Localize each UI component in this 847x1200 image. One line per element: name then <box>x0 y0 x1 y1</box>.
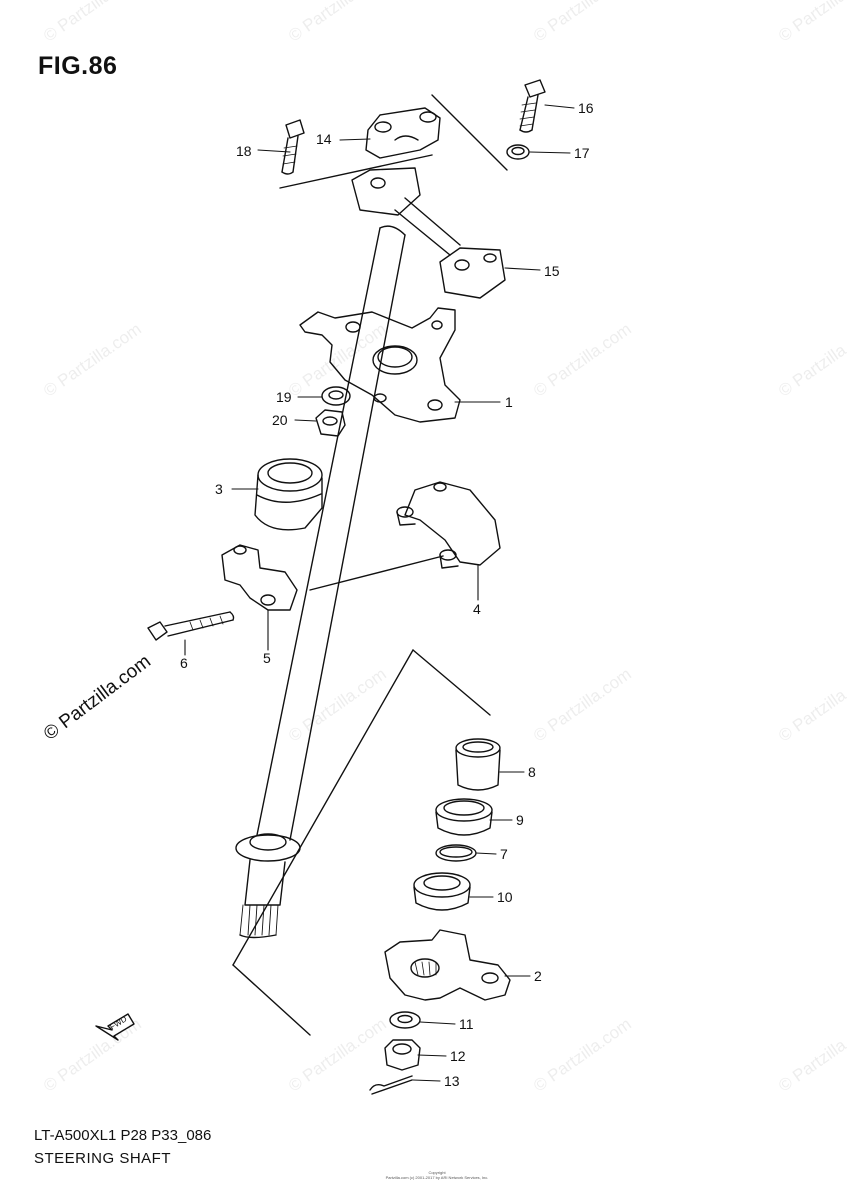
reference-line <box>431 94 508 171</box>
copyright-line: Copyright <box>428 1170 446 1175</box>
part-6-bolt <box>147 611 235 641</box>
reference-line <box>279 154 433 189</box>
part-label: 1 <box>505 394 513 410</box>
copyright-footer: Copyright Partzilla.com (c) 2001-2017 by… <box>362 1170 512 1180</box>
reference-line <box>309 555 444 591</box>
part-15-handlebar-holder <box>351 167 506 299</box>
part-7-o-ring <box>435 844 477 862</box>
part-label: 19 <box>276 389 292 405</box>
part-label: 8 <box>528 764 536 780</box>
steering-shaft <box>235 225 406 939</box>
model-code: LT-A500XL1 P28 P33_086 <box>34 1127 212 1144</box>
figure-name: STEERING SHAFT <box>34 1150 172 1167</box>
part-label: 16 <box>578 100 594 116</box>
part-14-upper-clamp <box>365 107 441 159</box>
part-label: 13 <box>444 1073 460 1089</box>
part-9-seal <box>435 798 493 836</box>
part-13-cotter-pin <box>369 1075 413 1095</box>
part-17-washer <box>506 144 530 160</box>
figure-title: FIG.86 <box>38 52 118 80</box>
part-label: 14 <box>316 131 332 147</box>
part-20-nut <box>315 409 346 437</box>
reference-line <box>412 649 491 716</box>
part-1-steering-plate <box>299 307 461 423</box>
part-label: 11 <box>459 1016 474 1032</box>
part-label: 17 <box>574 145 590 161</box>
part-label: 2 <box>534 968 542 984</box>
copyright-line: Partzilla.com (c) 2001-2017 by ARI Netwo… <box>385 1175 489 1180</box>
part-3-seal <box>254 458 323 531</box>
part-label: 15 <box>544 263 560 279</box>
part-12-nut <box>384 1039 421 1071</box>
part-10-seal <box>413 872 471 911</box>
part-4-clamp <box>396 481 501 569</box>
part-2-steering-arm <box>384 929 511 1001</box>
part-label: 9 <box>516 812 524 828</box>
part-18-bolt <box>281 119 305 175</box>
part-label: 18 <box>236 143 252 159</box>
part-8-bushing <box>455 738 501 791</box>
part-label: 3 <box>215 481 223 497</box>
part-label: 12 <box>450 1048 466 1064</box>
part-11-washer <box>389 1011 421 1029</box>
part-label: 20 <box>272 412 288 428</box>
part-label: 6 <box>180 655 188 671</box>
part-16-bolt <box>519 79 546 133</box>
part-5-clamp <box>221 544 298 611</box>
part-label: 10 <box>497 889 513 905</box>
part-label: 5 <box>263 650 271 666</box>
fwd-arrow-icon <box>95 1013 135 1041</box>
part-label: 4 <box>473 601 481 617</box>
part-label: 7 <box>500 846 508 862</box>
part-19-washer <box>321 386 351 406</box>
reference-line <box>232 649 414 966</box>
reference-line <box>232 964 311 1036</box>
leader-lines <box>184 104 575 1082</box>
